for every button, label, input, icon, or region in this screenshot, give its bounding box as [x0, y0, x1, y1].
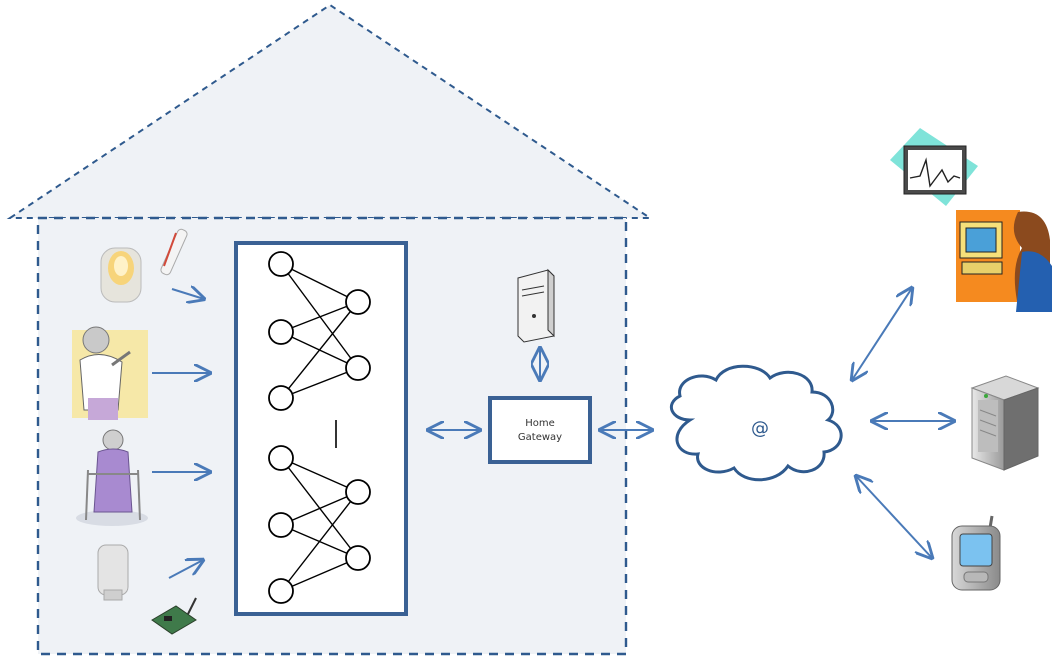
home-gateway-label-line1: Home: [525, 418, 555, 429]
network-nodes: [268, 251, 371, 604]
ecg-monitor-icon: [890, 128, 978, 206]
network-links: [280, 263, 359, 592]
thermometer-sensor-icon: [160, 228, 188, 276]
home-gateway-label-line2: Gateway: [518, 432, 562, 443]
network-node: [345, 545, 371, 571]
elderly-woman-walker-icon: [76, 429, 148, 526]
network-node: [345, 289, 371, 315]
home-server-tower-icon: [517, 268, 555, 343]
network-node: [268, 445, 294, 471]
network-node: [268, 319, 294, 345]
network-node: [268, 578, 294, 604]
cloud-phone-arrow: [856, 476, 932, 558]
cloud-at-label: @: [751, 418, 769, 439]
elderly-woman-writing-icon: [72, 326, 148, 420]
network-node: [268, 512, 294, 538]
sensor-network-box: [234, 241, 408, 616]
pda-phone-icon: [951, 515, 1001, 591]
cloud-caregiver-arrow: [852, 288, 912, 380]
sensor-input-arrows: [152, 289, 210, 579]
remote-server-icon: [970, 375, 1040, 471]
motion-sensor-icon: [97, 544, 129, 601]
network-node: [345, 355, 371, 381]
network-node: [268, 385, 294, 411]
wireless-sensor-board-icon: [151, 597, 197, 635]
network-node: [345, 479, 371, 505]
night-light-sensor-icon: [100, 247, 142, 303]
home-gateway-box: [488, 396, 592, 464]
woman-at-computer-icon: [956, 210, 1052, 312]
network-node: [268, 251, 294, 277]
internet-cloud: [669, 364, 843, 482]
